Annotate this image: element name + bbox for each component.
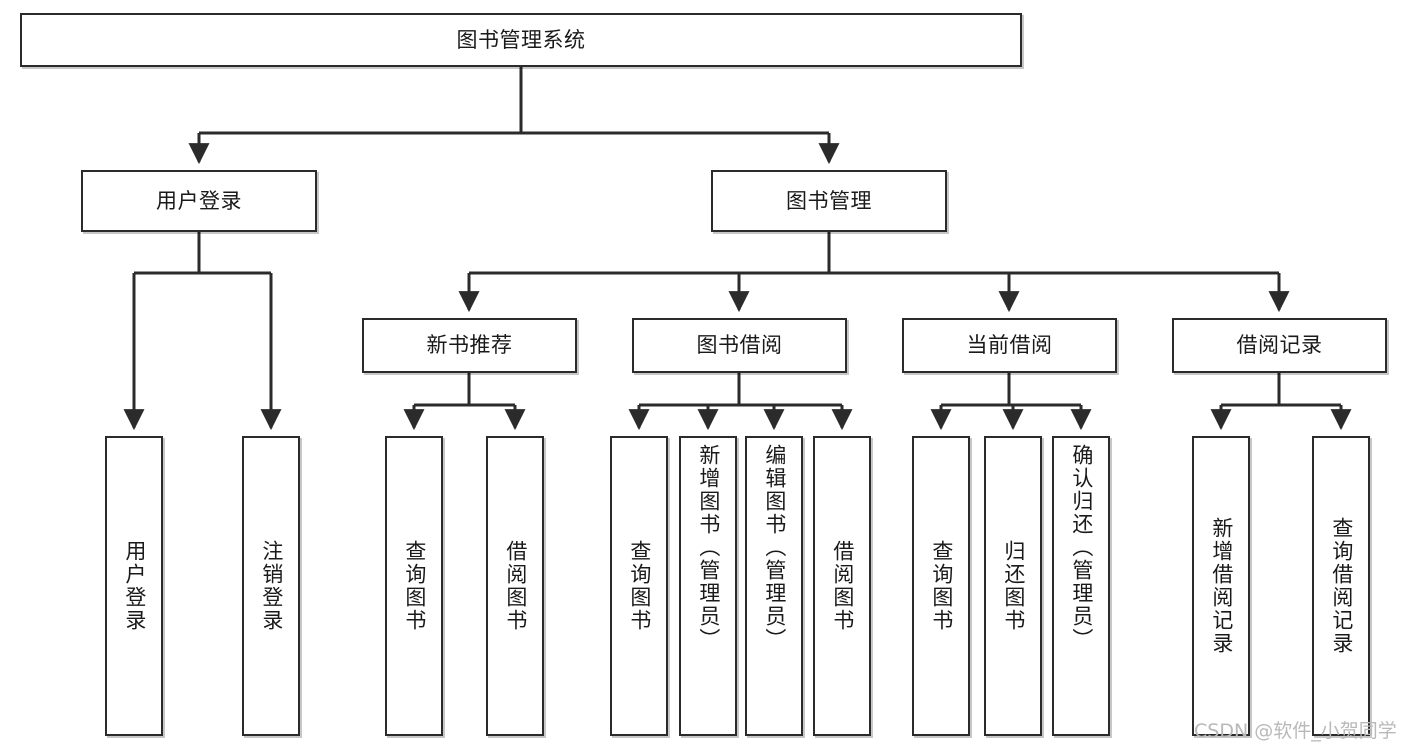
csdn-watermark: CSDN @软件_小贺同学 bbox=[1194, 720, 1397, 742]
node-leaf-add-book[interactable]: 新增图书（管理员） bbox=[679, 436, 737, 736]
node-book-manage-label: 图书管理 bbox=[786, 188, 872, 213]
node-new-book-recommend-label: 新书推荐 bbox=[426, 333, 513, 358]
node-book-borrow[interactable]: 图书借阅 bbox=[632, 318, 847, 373]
node-leaf-query-book-3[interactable]: 查询图书 bbox=[912, 436, 970, 736]
node-leaf-query-book-2[interactable]: 查询图书 bbox=[610, 436, 668, 736]
node-user-login[interactable]: 用户登录 bbox=[81, 170, 317, 232]
node-leaf-query-book-2-label: 查询图书 bbox=[627, 540, 652, 632]
node-leaf-confirm-return[interactable]: 确认归还（管理员） bbox=[1052, 436, 1110, 736]
node-root[interactable]: 图书管理系统 bbox=[20, 13, 1022, 67]
node-book-borrow-label: 图书借阅 bbox=[696, 333, 783, 358]
node-leaf-edit-book-label: 编辑图书（管理员） bbox=[762, 444, 787, 651]
node-root-label: 图书管理系统 bbox=[456, 27, 586, 52]
node-leaf-query-record-label: 查询借阅记录 bbox=[1329, 517, 1354, 655]
node-leaf-query-book-1-label: 查询图书 bbox=[402, 540, 427, 632]
node-borrow-record[interactable]: 借阅记录 bbox=[1172, 318, 1387, 373]
node-leaf-edit-book[interactable]: 编辑图书（管理员） bbox=[745, 436, 803, 736]
node-leaf-add-book-label: 新增图书（管理员） bbox=[696, 444, 721, 651]
node-leaf-query-record[interactable]: 查询借阅记录 bbox=[1312, 436, 1370, 736]
node-book-manage[interactable]: 图书管理 bbox=[711, 170, 947, 232]
node-leaf-query-book-1[interactable]: 查询图书 bbox=[385, 436, 443, 736]
node-leaf-return-book-label: 归还图书 bbox=[1001, 540, 1026, 632]
node-leaf-borrow-book-2[interactable]: 借阅图书 bbox=[813, 436, 871, 736]
node-leaf-user-login-label: 用户登录 bbox=[122, 540, 147, 632]
node-new-book-recommend[interactable]: 新书推荐 bbox=[362, 318, 577, 373]
node-leaf-logout[interactable]: 注销登录 bbox=[242, 436, 300, 736]
node-current-borrow-label: 当前借阅 bbox=[966, 333, 1053, 358]
node-user-login-label: 用户登录 bbox=[156, 188, 242, 213]
node-current-borrow[interactable]: 当前借阅 bbox=[902, 318, 1117, 373]
node-leaf-query-book-3-label: 查询图书 bbox=[929, 540, 954, 632]
node-leaf-logout-label: 注销登录 bbox=[259, 540, 284, 632]
node-leaf-borrow-book-1-label: 借阅图书 bbox=[503, 540, 528, 632]
node-leaf-user-login[interactable]: 用户登录 bbox=[105, 436, 163, 736]
node-leaf-borrow-book-1[interactable]: 借阅图书 bbox=[486, 436, 544, 736]
node-leaf-return-book[interactable]: 归还图书 bbox=[984, 436, 1042, 736]
node-leaf-borrow-book-2-label: 借阅图书 bbox=[830, 540, 855, 632]
node-leaf-add-record-label: 新增借阅记录 bbox=[1209, 517, 1234, 655]
node-borrow-record-label: 借阅记录 bbox=[1236, 333, 1323, 358]
node-leaf-confirm-return-label: 确认归还（管理员） bbox=[1069, 444, 1094, 651]
node-leaf-add-record[interactable]: 新增借阅记录 bbox=[1192, 436, 1250, 736]
